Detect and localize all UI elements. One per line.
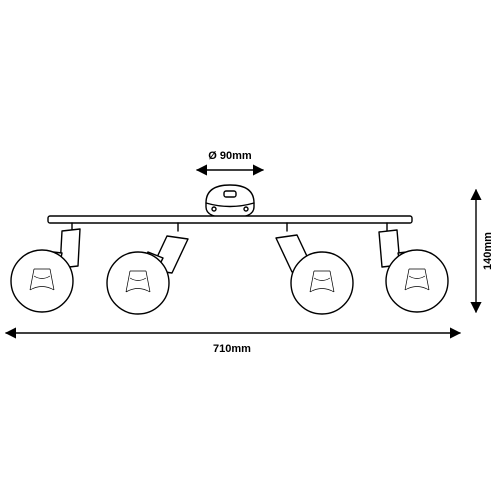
width-dimension: 710mm: [4, 327, 462, 355]
diameter-dimension: Ø 90mm: [195, 150, 265, 176]
height-dimension: 140mm: [470, 188, 494, 314]
spotlight-3: [275, 222, 354, 315]
mounting-bar: [47, 215, 413, 224]
spotlight-1: [10, 222, 81, 313]
diameter-label: Ø 90mm: [208, 150, 252, 162]
bulb-2: [106, 251, 170, 315]
bulb-1: [10, 249, 74, 313]
spotlight-4: [378, 222, 449, 313]
height-label: 140mm: [482, 232, 494, 270]
bulb-3: [290, 251, 354, 315]
width-label: 710mm: [213, 343, 251, 355]
spotlight-2: [106, 222, 189, 315]
ceiling-canopy: [205, 184, 255, 219]
bulb-4: [385, 249, 449, 313]
